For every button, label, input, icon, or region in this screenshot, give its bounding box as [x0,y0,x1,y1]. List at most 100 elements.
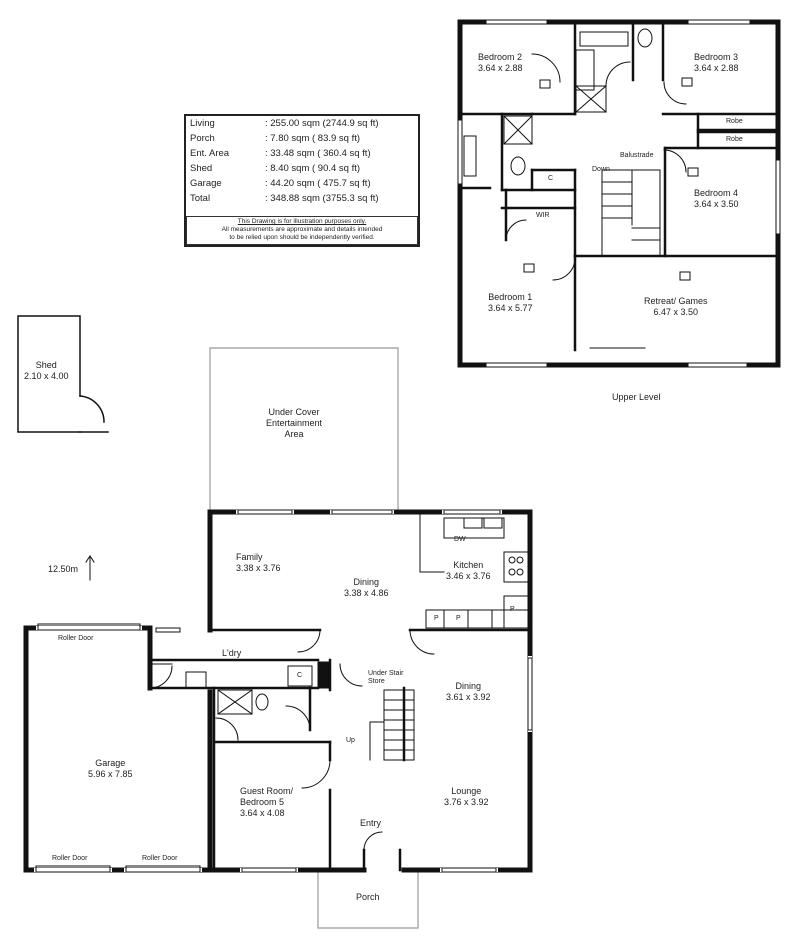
wir-label: WIR [536,212,550,219]
down-label: Down [592,166,610,173]
north-arrow [85,555,95,581]
room-name: Bedroom 3 [694,52,739,62]
room-dim: 3.38 x 4.86 [344,588,389,598]
kitchen-benches [419,511,531,629]
cupboard-label: C [297,672,303,679]
shed-outline [17,315,109,433]
pantry-label: P [456,615,461,622]
porch-label: Porch [356,892,380,902]
room-dim: 3.64 x 5.77 [488,303,533,313]
room-dim: 3.61 x 3.92 [446,692,491,702]
robe-label: Robe [726,118,743,125]
room-dim: 2.10 x 4.00 [24,371,69,381]
ground-window-lines [35,509,533,873]
area-value: : 255.00 sqm (2744.9 sq ft) [265,118,379,129]
upper-window-lines [461,19,777,364]
room-name: Dining [353,577,380,587]
room-dim: 3.64 x 3.50 [694,199,739,209]
ground-bath-fixtures [149,629,435,851]
room-name: Bedroom 1 [488,292,533,302]
outdoor-line: Area [284,429,304,439]
room-name: Family [236,552,263,562]
balustrade-label: Balustrade [620,152,654,159]
outdoor-line: Entertainment [266,418,323,428]
area-name: Shed [190,163,213,174]
upper-level-caption: Upper Level [612,392,661,402]
room-name: Dining [455,681,482,691]
disclaimer-line: to be relied upon should be independentl… [229,234,375,241]
room-name: Retreat/ Games [644,296,708,306]
area-value: : 33.48 sqm ( 360.4 sq ft) [265,148,371,159]
room-name: Guest Room/ [240,786,294,796]
room-name: Bedroom 5 [240,797,285,807]
outdoor-line: Under Cover [268,407,320,417]
roller-door-label: Roller Door [58,635,94,642]
disclaimer-box: This Drawing is for illustration purpose… [186,216,418,245]
room-name: Garage [95,758,126,768]
area-summary-table: Living : 255.00 sqm (2744.9 sq ft) Porch:… [184,114,420,247]
area-name: Ent. Area [190,148,230,159]
area-value: : 348.88 sqm (3755.3 sq ft) [265,193,379,204]
room-name: Bedroom 4 [694,188,739,198]
linen-label: C [548,175,554,182]
area-value: : 8.40 sqm ( 90.4 sq ft) [265,163,361,174]
disclaimer-line: All measurements are approximate and det… [221,226,383,233]
area-name: Garage [190,178,222,189]
upper-bath-fixtures [463,28,687,281]
room-dim: 3.76 x 3.92 [444,797,489,807]
room-name: Lounge [451,786,482,796]
pantry-label: P [434,615,439,622]
upper-heaters [523,77,699,281]
area-row-shed: Shed : 8.40 sqm ( 90.4 sq ft) [190,163,415,174]
entry-label: Entry [360,818,382,828]
room-dim: 6.47 x 3.50 [653,307,699,317]
area-row-living: Living : 255.00 sqm (2744.9 sq ft) [190,118,415,129]
room-dim: 3.46 x 3.76 [446,571,491,581]
disclaimer-line: This Drawing is for illustration purpose… [237,218,367,225]
room-dim: 3.38 x 3.76 [236,563,281,573]
ground-stairs [369,689,415,761]
area-value: : 44.20 sqm ( 475.7 sq ft) [265,178,371,189]
room-dim: 3.64 x 2.88 [694,63,739,73]
area-row-porch: Porch : 7.80 sqm ( 83.9 sq ft) [190,133,415,144]
area-value: : 7.80 sqm ( 83.9 sq ft) [265,133,361,144]
roller-door-label: Roller Door [142,855,178,862]
north-distance-label: 12.50m [48,564,79,574]
area-row-ent-area: Ent. Area : 33.48 sqm ( 360.4 sq ft) [190,148,415,159]
upper-stairs [601,169,661,257]
up-label: Up [346,737,355,744]
roller-door-label: Roller Door [52,855,88,862]
room-laundry: L'dry [222,648,242,658]
area-name: Total [190,193,211,204]
ground-windows [34,510,532,872]
area-name: Living [190,118,215,129]
room-dim: 3.64 x 2.88 [478,63,523,73]
store-line: Under Stair [368,670,404,677]
upper-windows [458,20,780,367]
area-row-garage: Garage : 44.20 sqm ( 475.7 sq ft) [190,178,415,189]
room-name: Shed [35,360,57,370]
area-name: Porch [190,133,215,144]
dishwasher-label: DW [454,536,466,543]
store-line: Store [368,678,385,685]
room-name: Kitchen [453,560,484,570]
room-name: Bedroom 2 [478,52,523,62]
pantry-label: P [510,606,515,613]
room-dim: 5.96 x 7.85 [88,769,133,779]
room-dim: 3.64 x 4.08 [240,808,285,818]
